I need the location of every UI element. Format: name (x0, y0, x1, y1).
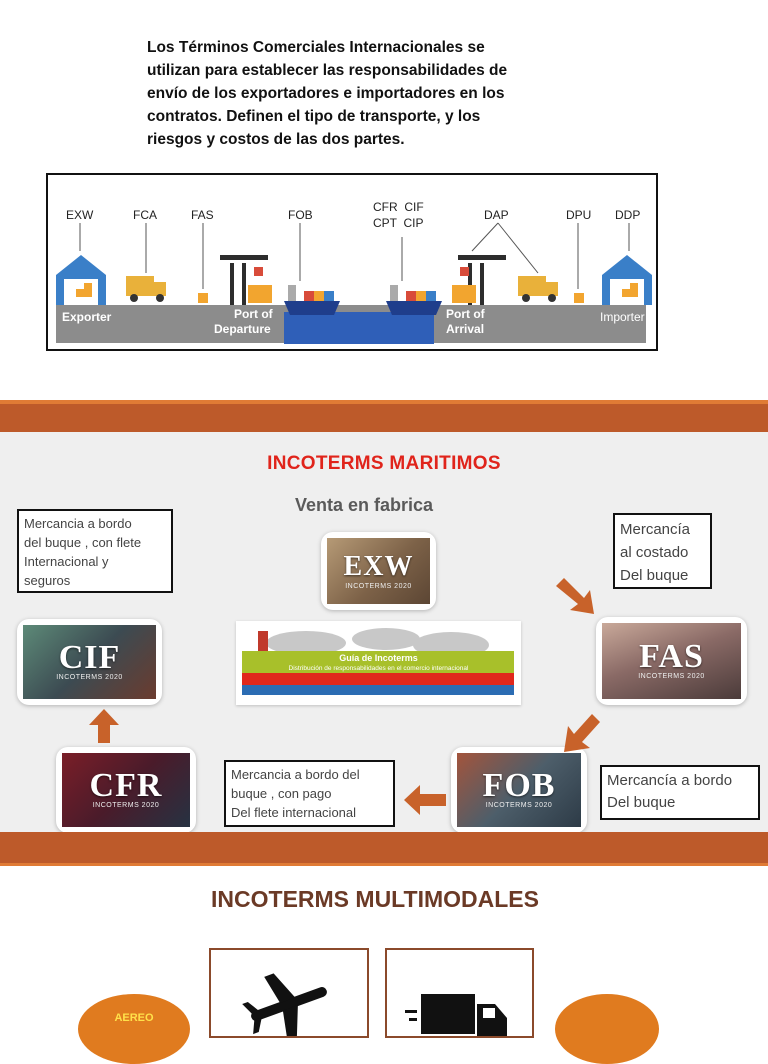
note-cif: Mercancia a bordo del buque , con flete … (17, 509, 173, 593)
note-line: Internacional y (24, 554, 109, 569)
arrow-down-right-icon (556, 578, 594, 614)
intro-line: Los Términos Comerciales Internacionales… (147, 39, 485, 56)
intro-line: utilizan para establecer las responsabil… (147, 62, 508, 79)
guide-subtitle: Distribución de responsabilidades en el … (288, 665, 469, 672)
tile-cfr-title: CFR (89, 767, 163, 804)
tile-cif[interactable]: CIF INCOTERMS 2020 (17, 619, 162, 705)
tile-cif-caption: INCOTERMS 2020 (56, 674, 123, 681)
note-line: seguros (24, 573, 71, 588)
note-line: Del buque (620, 567, 689, 584)
intro-line: envío de los exportadores e importadores… (147, 85, 505, 102)
tile-cif-title: CIF (58, 639, 121, 676)
intro-paragraph: Los Términos Comerciales Internacionales… (147, 36, 547, 151)
exporter-label: Exporter (62, 310, 112, 324)
mode-box-air[interactable] (209, 948, 369, 1038)
ship-icon (242, 631, 514, 695)
intro-line: riesgos y costos de las dos partes. (147, 131, 405, 148)
ship-icon (386, 285, 442, 315)
term-fca-label: FCA (133, 208, 157, 222)
world-map-ship-graphic (242, 628, 514, 695)
port-departure-label: Port of (234, 307, 274, 321)
term-cpt-cip-label: CPT CIP (373, 216, 423, 230)
note-line: Mercancía a bordo (607, 772, 733, 789)
term-dpu-label: DPU (566, 208, 591, 222)
note-cfr: Mercancia a bordo del buque , con pago D… (224, 760, 395, 827)
port-arrival-label: Arrival (446, 322, 484, 336)
arrow-up-icon (89, 709, 119, 743)
section-band-bottom (0, 832, 768, 866)
tile-exw-title: EXW (343, 551, 414, 582)
incoterms-diagram: EXW FCA FAS FOB CFR CIF CPT CIP DAP DPU … (46, 173, 658, 351)
ship-icon (284, 285, 340, 315)
mode-oval-left: AEREO (78, 994, 190, 1064)
crane-icon (220, 255, 272, 305)
incoterms-guide-banner: Guía de Incoterms Distribución de respon… (236, 621, 521, 705)
tile-fob-caption: INCOTERMS 2020 (485, 802, 553, 809)
tile-fob[interactable]: FOB INCOTERMS 2020 (451, 747, 587, 833)
term-ddp-label: DDP (615, 208, 640, 222)
note-line: al costado (620, 544, 689, 561)
tile-exw[interactable]: EXW INCOTERMS 2020 (321, 532, 436, 610)
cargo-box-icon (574, 293, 584, 303)
tile-fob-title: FOB (482, 767, 556, 804)
maritime-title: INCOTERMS MARITIMOS (267, 453, 501, 474)
section-band-top (0, 400, 768, 432)
tile-fas-caption: INCOTERMS 2020 (638, 673, 705, 680)
guide-title: Guía de Incoterms (339, 653, 418, 663)
truck-icon (405, 994, 507, 1036)
note-line: Mercancia a bordo del (231, 767, 360, 782)
port-arrival-label: Port of (446, 307, 486, 321)
term-fob-label: FOB (288, 208, 313, 222)
tile-cfr[interactable]: CFR INCOTERMS 2020 (56, 747, 196, 833)
warehouse-icon (56, 255, 106, 305)
port-departure-label: Departure (214, 322, 271, 336)
note-line: Del flete internacional (231, 805, 357, 820)
truck-icon (518, 276, 558, 302)
term-cfr-cif-label: CFR CIF (373, 200, 424, 214)
arrow-left-icon (404, 785, 446, 815)
maritime-subtitle: Venta en fabrica (294, 495, 434, 515)
note-line: del buque , con flete (24, 535, 142, 550)
note-fas: Mercancía al costado Del buque (613, 513, 712, 589)
mode-box-road[interactable] (385, 948, 534, 1038)
crane-icon (452, 255, 506, 305)
term-fas-label: FAS (191, 208, 214, 222)
cargo-box-icon (198, 293, 208, 303)
arrow-down-left-icon (564, 714, 600, 752)
oval-left-label: AEREO (114, 1012, 154, 1024)
tile-exw-caption: INCOTERMS 2020 (345, 583, 412, 590)
mode-oval-right (555, 994, 659, 1064)
note-line: buque , con pago (231, 786, 332, 801)
truck-icon (126, 276, 166, 302)
tile-fas[interactable]: FAS INCOTERMS 2020 (596, 617, 747, 705)
sea (284, 312, 434, 344)
multimodal-title: INCOTERMS MULTIMODALES (211, 886, 539, 912)
airplane-icon (242, 973, 327, 1036)
term-dap-label: DAP (484, 208, 509, 222)
tile-cfr-caption: INCOTERMS 2020 (92, 802, 160, 809)
term-pointers (79, 222, 630, 289)
tile-fas-title: FAS (639, 638, 704, 675)
warehouse-icon (602, 255, 652, 305)
note-fob: Mercancía a bordo Del buque (600, 765, 760, 820)
incoterms-diagram-graphic: EXW FCA FAS FOB CFR CIF CPT CIP DAP DPU … (56, 200, 652, 344)
term-exw-label: EXW (66, 208, 94, 222)
note-line: Mercancía (620, 521, 691, 538)
note-line: Del buque (607, 794, 676, 811)
note-line: Mercancia a bordo (24, 516, 132, 531)
intro-line: contratos. Definen el tipo de transporte… (147, 108, 481, 125)
importer-label: Importer (600, 310, 645, 324)
